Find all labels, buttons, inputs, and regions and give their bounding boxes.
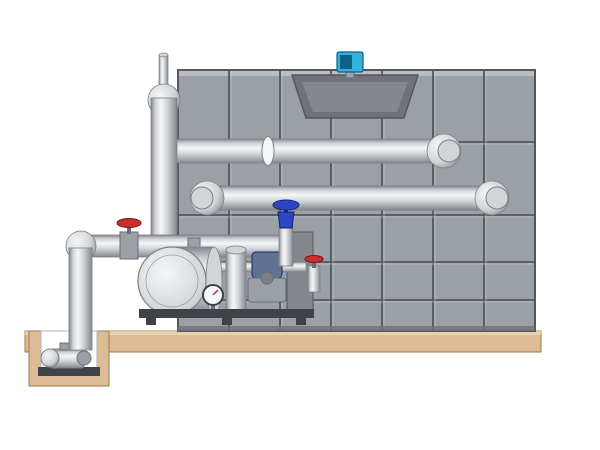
pipe-middle	[189, 180, 510, 216]
floor-top-highlight	[25, 331, 541, 335]
pipe-middle-left-cap	[190, 186, 214, 210]
drain-valve-stem	[312, 259, 316, 268]
tank-bottom-shadow	[178, 326, 535, 331]
isolation-valve-body	[119, 231, 139, 260]
pipe-middle-right-cap	[485, 186, 509, 210]
skid-small-vessel-cap	[225, 245, 247, 255]
pipe-upper-elbow-cap	[437, 139, 461, 163]
pump-skid	[137, 199, 324, 325]
drop-pipe	[68, 247, 93, 351]
control-valve-handwheel	[272, 199, 300, 211]
vessel-front-face	[137, 246, 207, 316]
skid-foot-left	[146, 318, 156, 325]
level-sensor	[336, 51, 364, 79]
pump-coupling	[260, 271, 274, 285]
isolation-valve	[116, 218, 142, 260]
booster-pump	[247, 251, 287, 303]
skid-foot-right	[296, 318, 306, 325]
riser-pipe	[147, 52, 181, 244]
riser-stub-cap	[158, 52, 169, 58]
riser-run	[150, 97, 178, 244]
sump-pump-endcap	[40, 348, 60, 368]
pipe-upper	[163, 133, 462, 169]
skid-small-vessel	[225, 249, 247, 311]
drain-valve	[304, 255, 324, 293]
tank-top-rim	[179, 71, 534, 76]
isolation-valve-handwheel	[116, 218, 142, 228]
gauge-needle	[212, 289, 219, 296]
control-valve-bonnet	[277, 211, 295, 229]
sump-pump-fitting	[59, 342, 71, 351]
vessel-face-ring	[145, 254, 199, 308]
sump-pump-base	[38, 367, 100, 376]
pipe-upper-coupling	[261, 136, 275, 166]
pressure-gauge	[202, 284, 224, 310]
control-valve-pipe	[278, 225, 294, 267]
pipe-middle-run	[205, 185, 493, 211]
tank-hopper	[290, 74, 420, 119]
drain-valve-pipe	[307, 265, 321, 293]
drain-valve-handwheel	[304, 255, 324, 263]
skid-foot-middle	[222, 318, 232, 325]
sensor-screen	[340, 55, 352, 69]
skid-base-frame	[139, 309, 314, 318]
control-valve	[272, 199, 300, 267]
pipe-upper-run	[163, 138, 441, 164]
hopper-inner	[302, 82, 408, 112]
sump-pump-hub	[76, 350, 92, 366]
pressure-vessel	[137, 237, 223, 316]
sump-pump	[38, 342, 100, 376]
